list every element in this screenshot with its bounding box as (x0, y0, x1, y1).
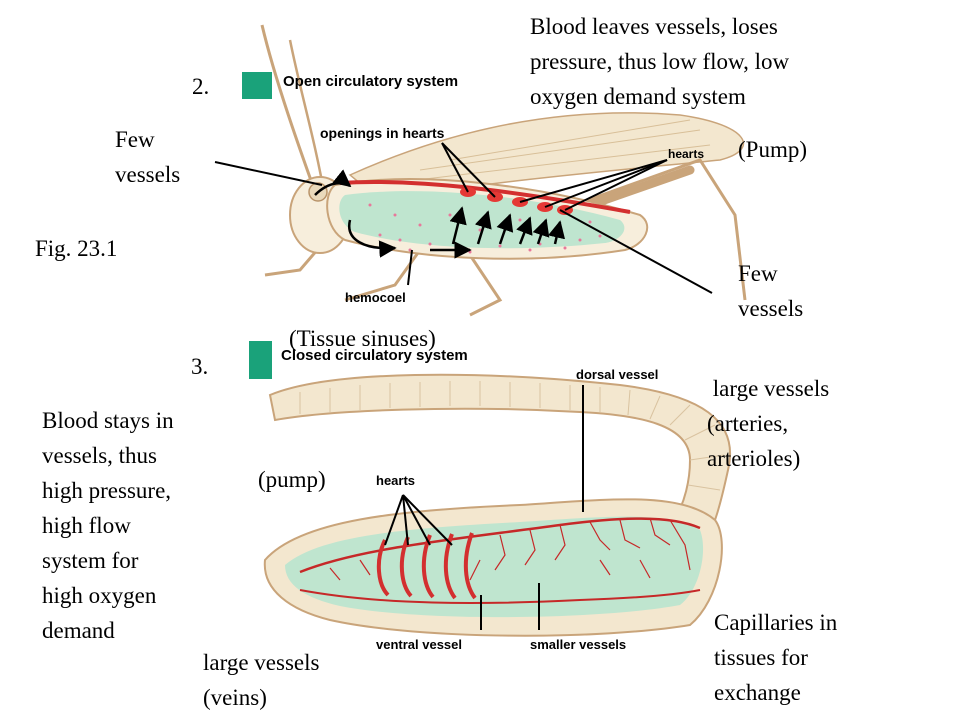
dorsal-vessel-label: dorsal vessel (576, 367, 658, 382)
large-vessels-veins-label: large vessels (veins) (203, 650, 325, 710)
few-vessels-left-label: Few vessels (115, 127, 180, 187)
hemocoel-label: hemocoel (345, 290, 406, 305)
earthworm-pump-label: (pump) (258, 467, 326, 492)
open-system-color-box (242, 72, 272, 99)
open-system-caption: Blood leaves vessels, loses pressure, th… (530, 14, 795, 109)
closed-system-title: Closed circulatory system (281, 347, 468, 364)
figure-label: Fig. 23.1 (35, 236, 117, 261)
open-system-number: 2. (192, 74, 209, 99)
openings-in-hearts-label: openings in hearts (320, 125, 445, 141)
grasshopper-pump-label: (Pump) (738, 137, 807, 162)
grasshopper-hearts-label: hearts (668, 147, 704, 161)
large-vessels-arteries-label: large vessels (arteries, arterioles) (707, 376, 835, 471)
tissue-sinuses-label: (Tissue sinuses) (289, 326, 436, 351)
hemocoel-flow-arrows (314, 169, 566, 259)
few-vessels-right-label: Few vessels (738, 261, 803, 321)
open-system-title: Open circulatory system (283, 73, 458, 90)
grasshopper-pointer-lines (214, 142, 713, 294)
earthworm-pointer-lines (384, 385, 584, 630)
capillaries-label: Capillaries in tissues for exchange (714, 610, 843, 705)
earthworm-hearts-label: hearts (376, 473, 415, 488)
closed-system-number: 3. (191, 354, 208, 379)
ventral-vessel-label: ventral vessel (376, 637, 462, 652)
closed-system-color-box (249, 341, 272, 379)
closed-system-caption: Blood stays in vessels, thus high pressu… (42, 408, 179, 643)
smaller-vessels-label: smaller vessels (530, 637, 626, 652)
earthworm-illustration (263, 373, 731, 637)
